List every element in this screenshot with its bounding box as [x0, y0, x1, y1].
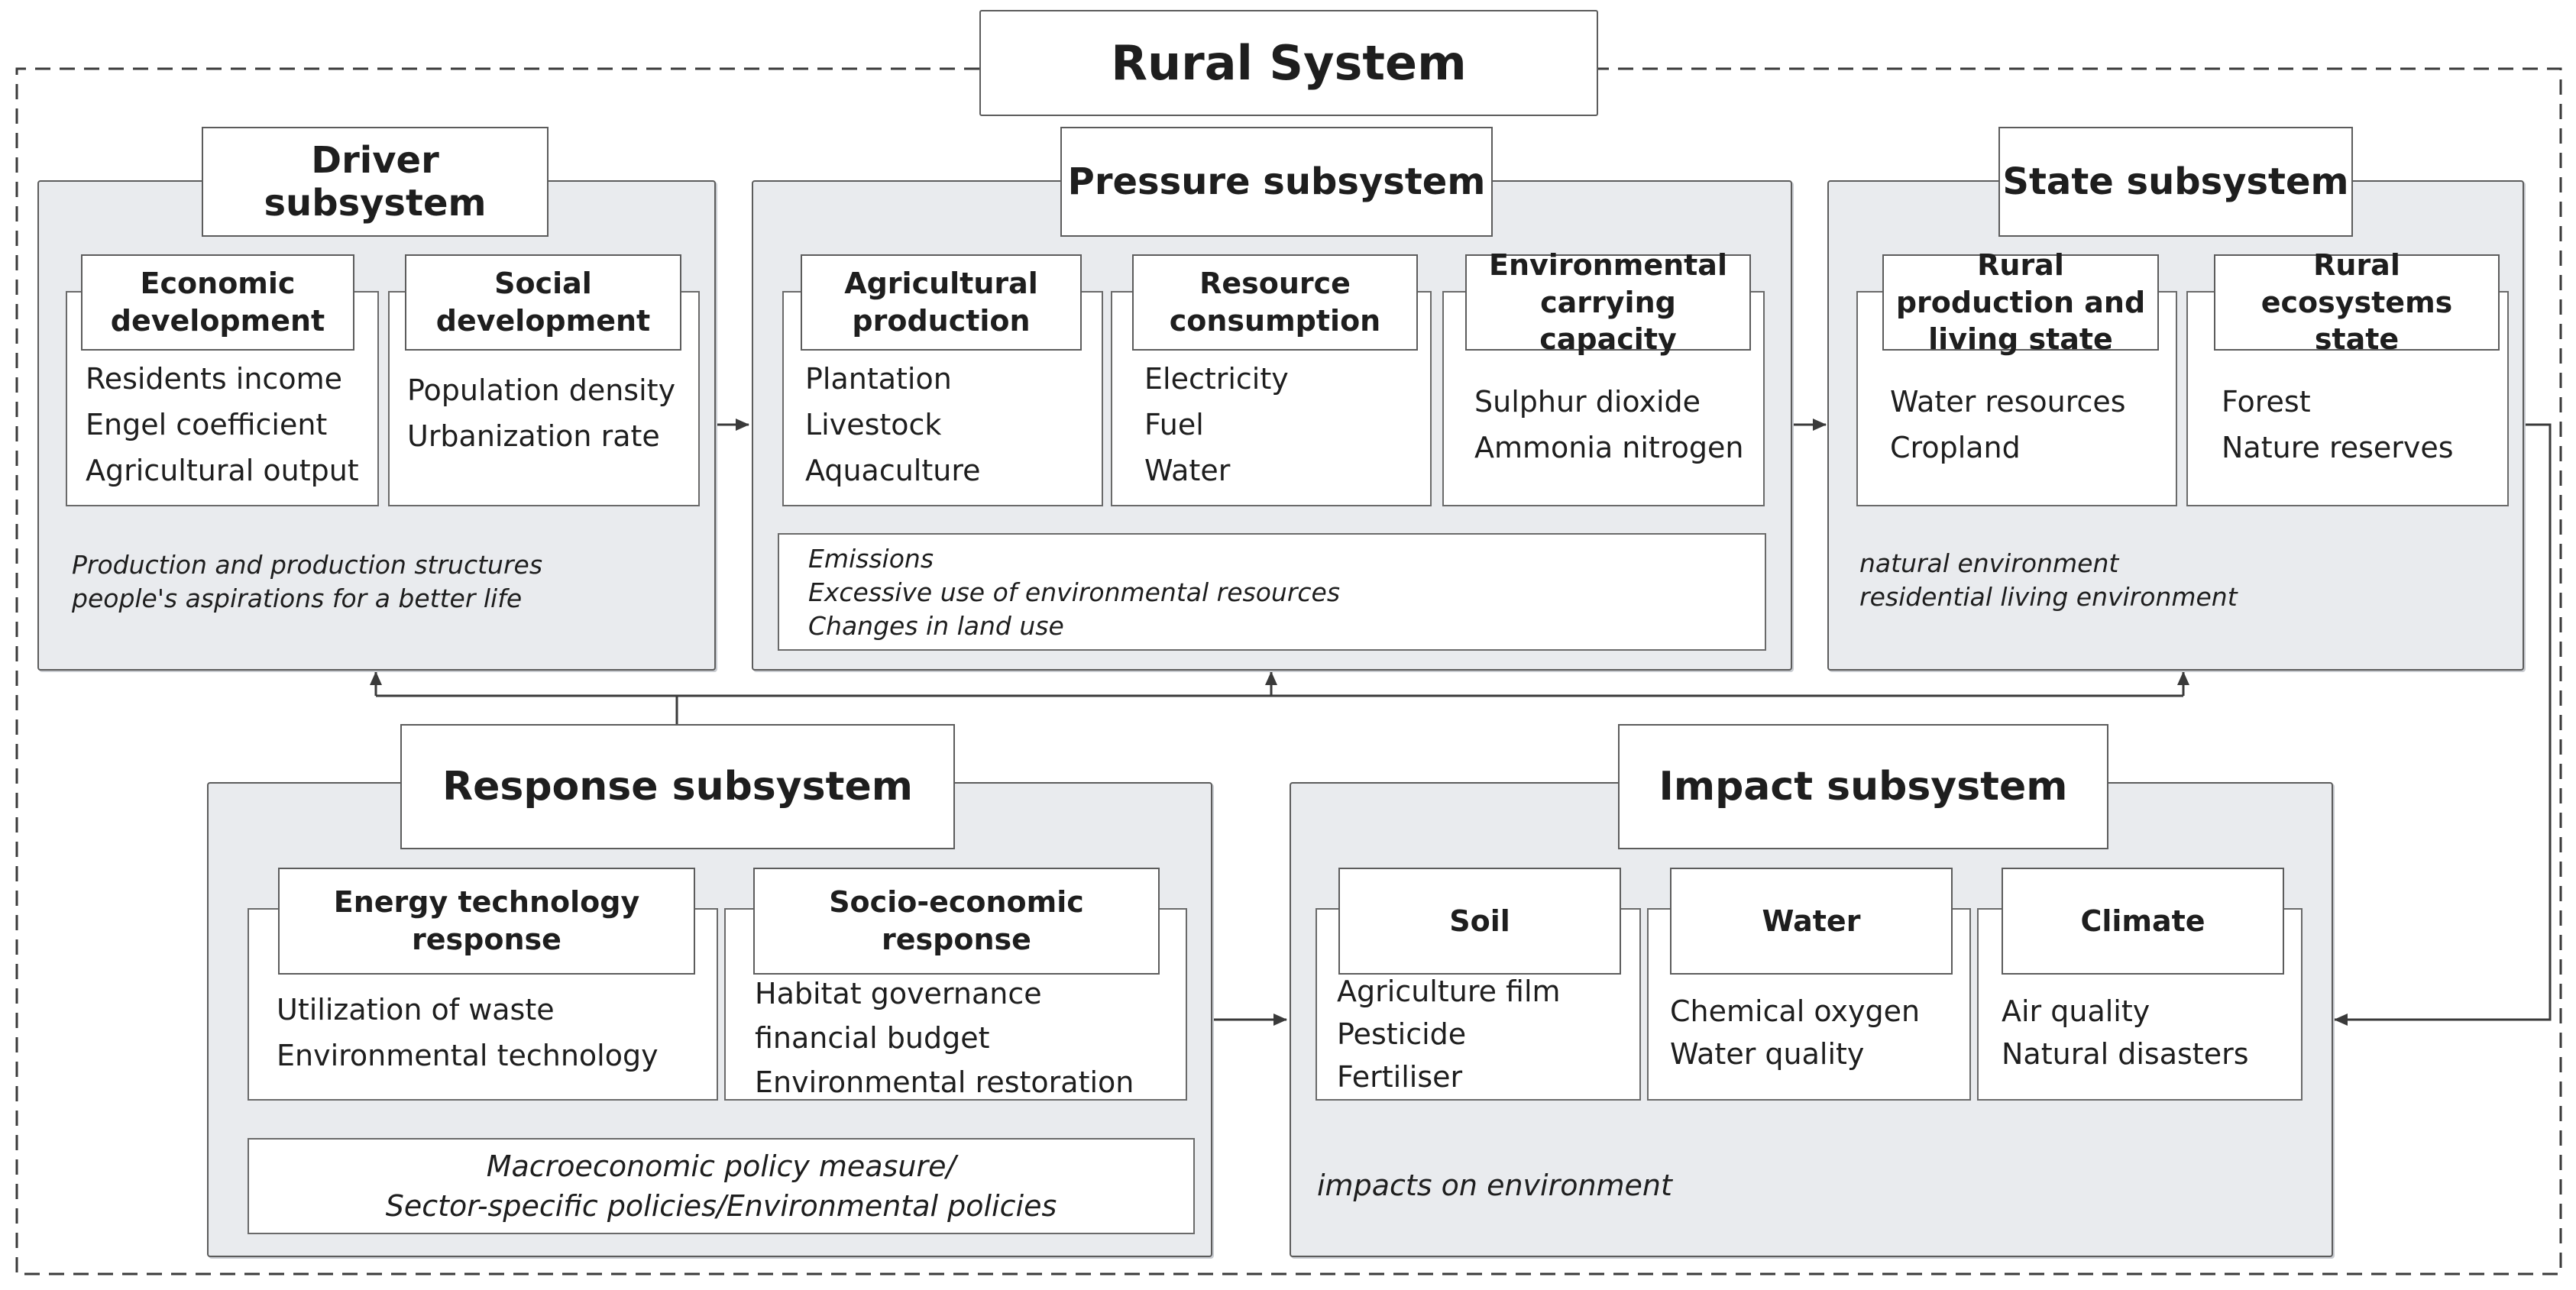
list-item: Agriculture film: [1337, 975, 1561, 1008]
production-living-state-items: Water resources Cropland: [1890, 379, 2126, 470]
response-subsystem-title: Response subsystem: [400, 724, 955, 849]
list-item: Engel coefficient: [86, 408, 328, 441]
list-item: Fuel: [1144, 408, 1204, 441]
socio-economic-title: Socio-economic response: [753, 868, 1160, 975]
resource-consumption-items: Electricity Fuel Water: [1144, 356, 1289, 493]
list-item: Plantation: [805, 362, 952, 396]
impact-subsystem-title: Impact subsystem: [1618, 724, 2108, 849]
list-item: Natural disasters: [2002, 1037, 2249, 1071]
impact-notes: impacts on environment: [1317, 1169, 1672, 1202]
list-item: Ammonia nitrogen: [1474, 431, 1744, 464]
list-item: Water: [1144, 454, 1231, 487]
list-item: Environmental technology: [277, 1039, 659, 1072]
list-item: Urbanization rate: [407, 419, 660, 453]
socio-economic-items: Habitat governance financial budget Envi…: [755, 972, 1134, 1104]
policy-measures-box: Macroeconomic policy measure/ Sector-spe…: [248, 1138, 1195, 1234]
list-item: Sulphur dioxide: [1474, 385, 1701, 419]
ecosystems-state-title: Rural ecosystems state: [2214, 248, 2500, 356]
energy-technology-title: Energy technology response: [278, 868, 695, 975]
social-development-items: Population density Urbanization rate: [407, 367, 675, 459]
list-item: Utilization of waste: [277, 993, 555, 1027]
note-line: impacts on environment: [1317, 1169, 1672, 1202]
production-living-state-title: Rural production and living state: [1882, 248, 2159, 356]
arrow-state-to-impact: [2334, 423, 2552, 1026]
diagram-title: Rural System: [979, 10, 1598, 116]
list-item: Habitat governance: [755, 977, 1042, 1010]
driver-notes: Production and production structures peo…: [72, 548, 542, 616]
list-item: Nature reserves: [2222, 431, 2454, 464]
ecosystems-state-items: Forest Nature reserves: [2222, 379, 2454, 470]
note-line: Sector-specific policies/Environmental p…: [385, 1189, 1057, 1223]
list-item: Forest: [2222, 385, 2311, 419]
note-line: natural environment: [1859, 548, 2119, 578]
carrying-capacity-items: Sulphur dioxide Ammonia nitrogen: [1474, 379, 1743, 470]
soil-title: Soil: [1338, 868, 1621, 975]
list-item: Chemical oxygen: [1670, 994, 1921, 1028]
list-item: Environmental restoration: [755, 1065, 1134, 1099]
pressure-subsystem-title: Pressure subsystem: [1060, 127, 1493, 237]
list-item: Aquaculture: [805, 454, 981, 487]
list-item: Fertiliser: [1337, 1060, 1463, 1094]
list-item: Population density: [407, 373, 676, 407]
list-item: Water resources: [1890, 385, 2126, 419]
note-line: Changes in land use: [808, 611, 1064, 641]
feedback-bus: [376, 694, 2183, 724]
note-line: residential living environment: [1859, 582, 2238, 612]
water-title: Water: [1670, 868, 1953, 975]
outer-frame: [15, 67, 2562, 1275]
note-line: people's aspirations for a better life: [72, 584, 523, 613]
list-item: Pesticide: [1337, 1017, 1467, 1051]
note-line: Excessive use of environmental resources: [808, 577, 1341, 607]
carrying-capacity-title: Environmental carrying capacity: [1465, 248, 1751, 356]
list-item: Cropland: [1890, 431, 2021, 464]
resource-consumption-title: Resource consumption: [1132, 254, 1418, 351]
climate-title: Climate: [2002, 868, 2284, 975]
agricultural-production-title: Agricultural production: [801, 254, 1082, 351]
soil-items: Agriculture film Pesticide Fertiliser: [1337, 970, 1561, 1098]
list-item: Water quality: [1670, 1037, 1865, 1071]
note-line: Emissions: [808, 544, 934, 574]
list-item: Livestock: [805, 408, 942, 441]
social-development-title: Social development: [405, 254, 681, 351]
note-line: Macroeconomic policy measure/: [486, 1149, 956, 1183]
economic-development-title: Economic development: [81, 254, 354, 351]
list-item: financial budget: [755, 1021, 990, 1055]
state-notes: natural environment residential living e…: [1859, 547, 2238, 614]
list-item: Air quality: [2002, 994, 2150, 1028]
agricultural-production-items: Plantation Livestock Aquaculture: [805, 356, 981, 493]
climate-items: Air quality Natural disasters: [2002, 990, 2249, 1075]
note-line: Production and production structures: [72, 550, 543, 580]
list-item: Electricity: [1144, 362, 1289, 396]
pressure-emissions-box: Emissions Excessive use of environmental…: [778, 533, 1766, 651]
list-item: Agricultural output: [86, 454, 359, 487]
driver-subsystem-title: Driver subsystem: [202, 127, 549, 237]
list-item: Residents income: [86, 362, 342, 396]
energy-technology-items: Utilization of waste Environmental techn…: [277, 987, 659, 1078]
state-subsystem-title: State subsystem: [1998, 127, 2353, 237]
economic-development-items: Residents income Engel coefficient Agric…: [86, 356, 359, 493]
water-items: Chemical oxygen Water quality: [1670, 990, 1920, 1075]
